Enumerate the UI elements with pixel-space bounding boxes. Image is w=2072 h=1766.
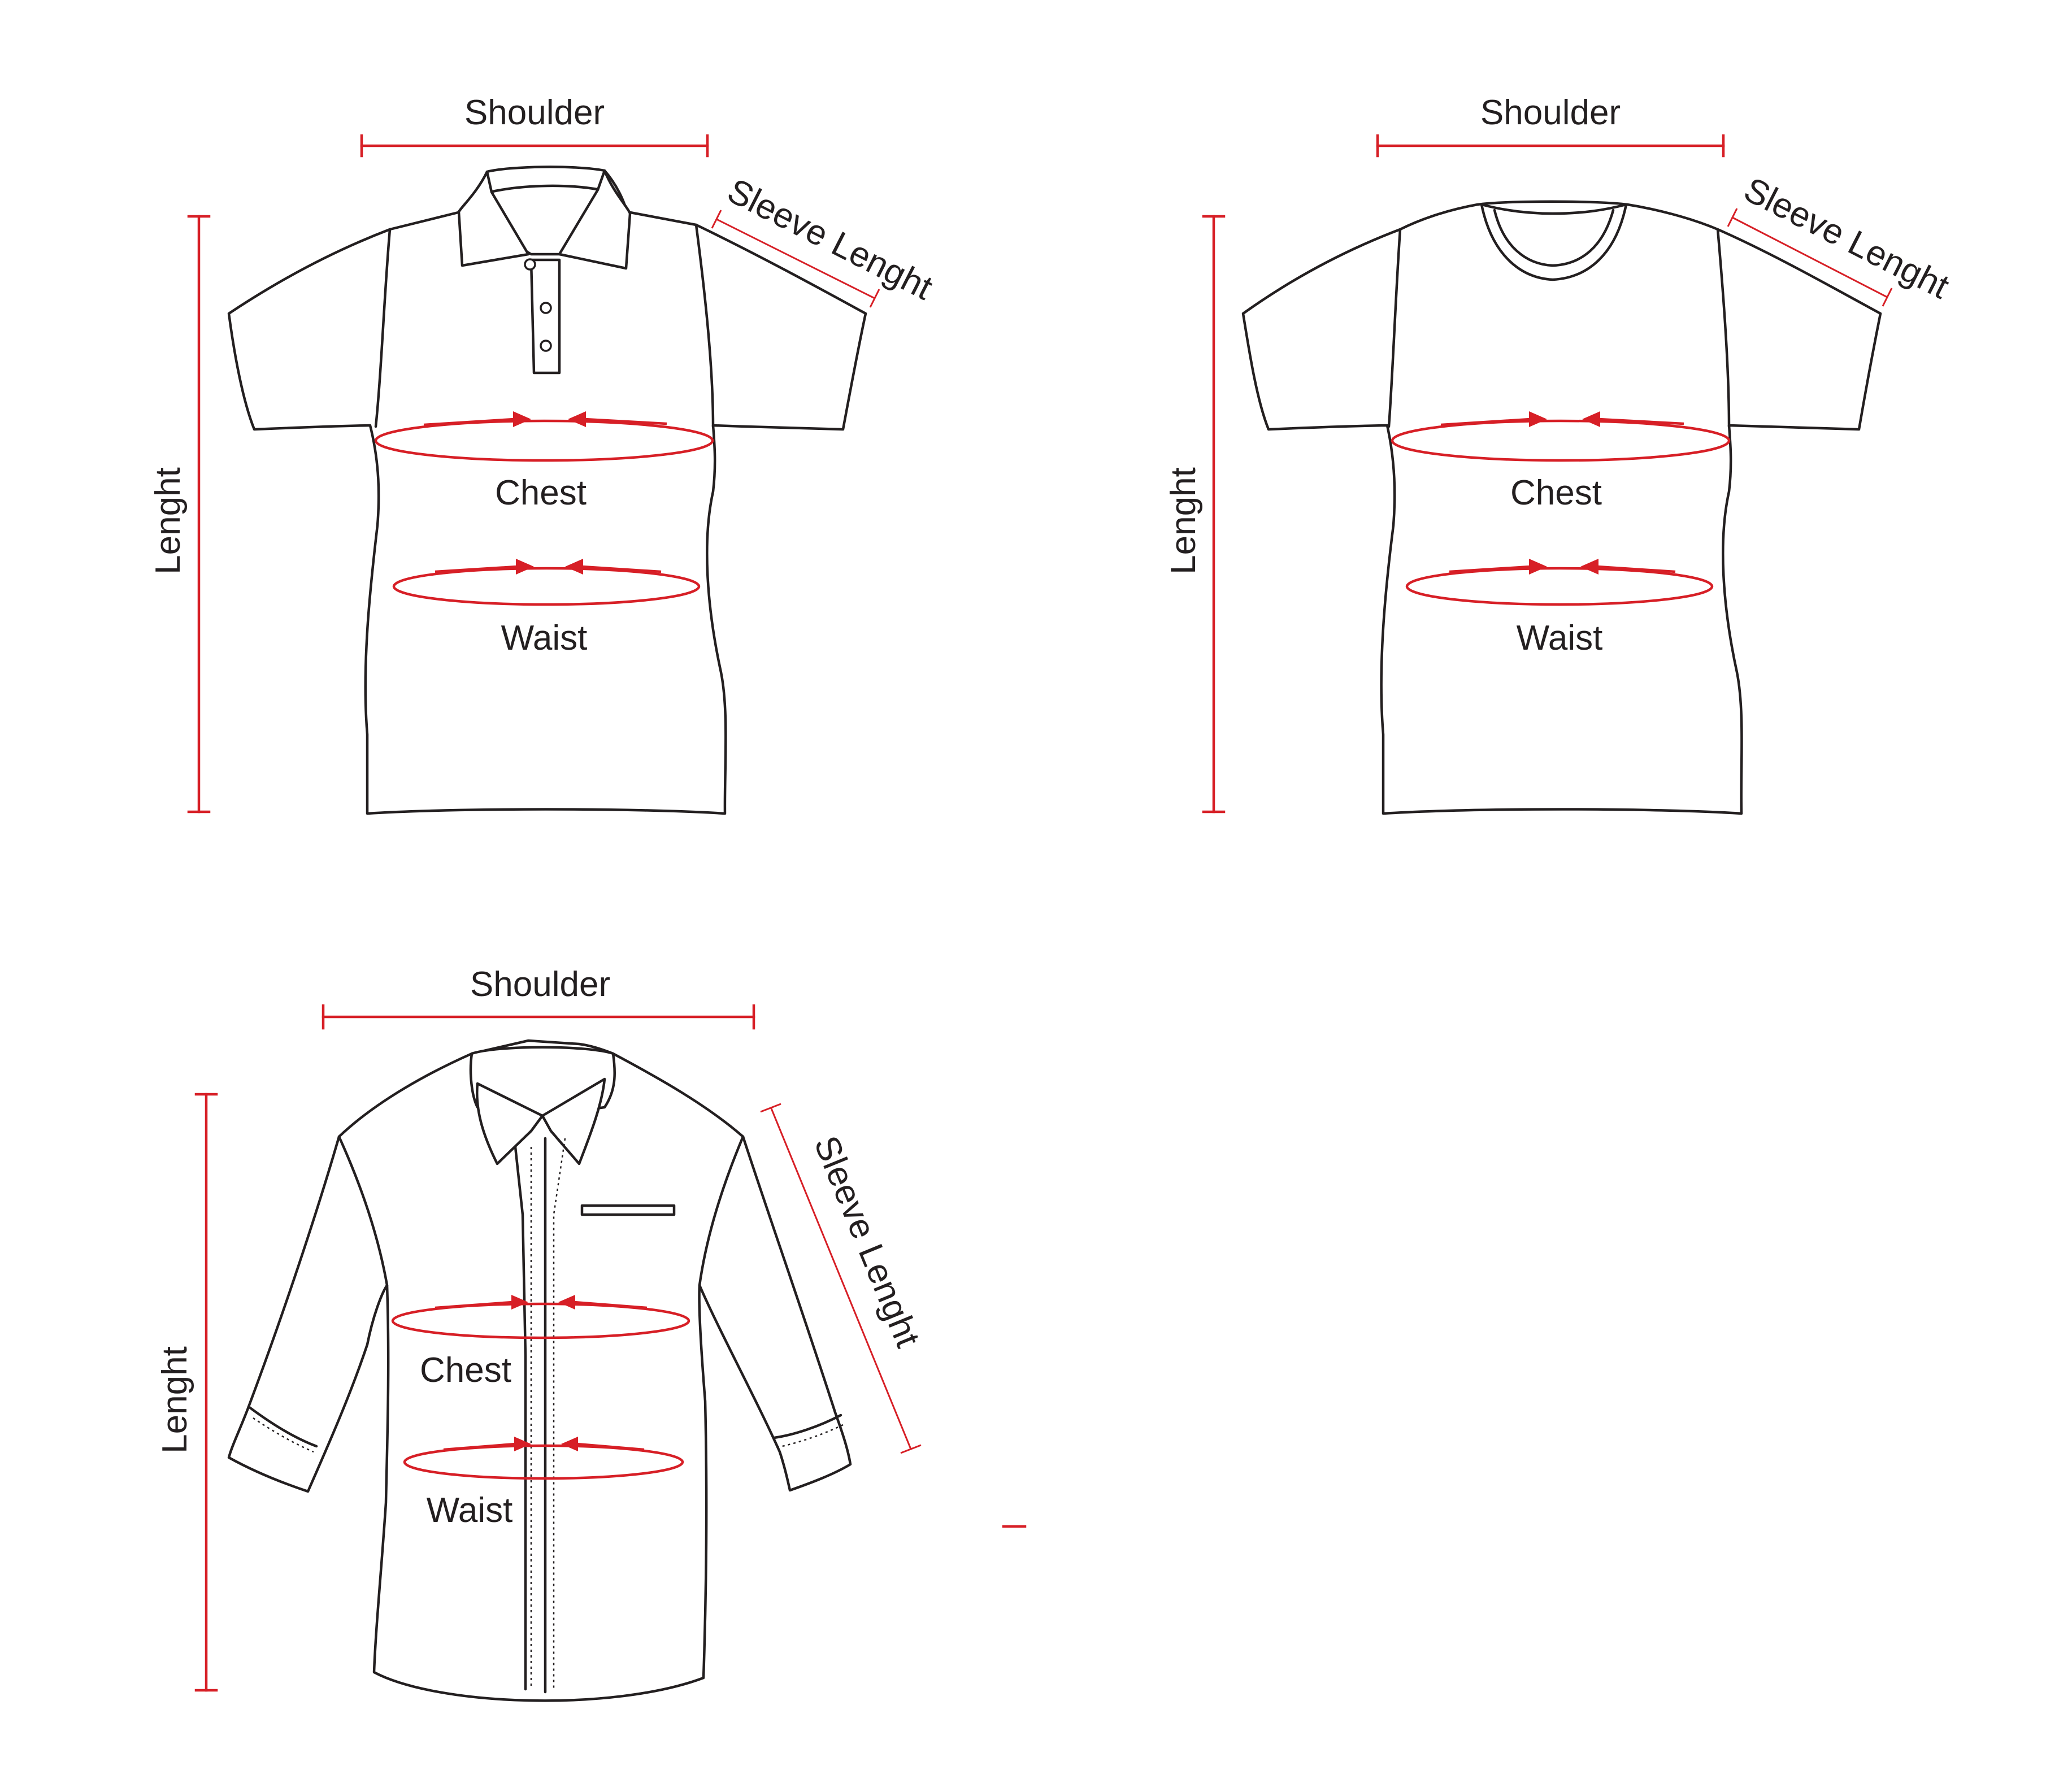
button-shirt-collar-right [541, 1077, 606, 1165]
button-shirt-chest-ring [391, 1302, 690, 1339]
t-shirt-chest-arrow-right [1529, 411, 1547, 427]
t-shirt-sleeve-cap-top [1727, 208, 1738, 227]
polo-right-armhole-seam [694, 223, 715, 428]
button-shirt-waist-arrow-left [561, 1437, 578, 1451]
button-shirt-shoulder-label: Shoulder [470, 965, 610, 1004]
button-shirt-waist-arrow-shaft-left [443, 1442, 516, 1451]
t-shirt-waist-arrow-right [1529, 559, 1547, 575]
t-shirt-chest-arrow-left [1582, 411, 1600, 427]
button-shirt-sleeve-cap-bottom [900, 1444, 922, 1454]
button-shirt-waist-label: Waist [427, 1491, 513, 1530]
t-shirt-outline [1241, 200, 1882, 815]
button-shirt-right-cuff-stitch [776, 1424, 844, 1449]
polo-measurements [187, 134, 880, 814]
t-shirt-figure [1241, 200, 1882, 815]
polo-collar-right-leaf [558, 169, 632, 270]
polo-placket [529, 258, 561, 375]
polo-chest-arrow-left [568, 411, 586, 427]
polo-shirt-outline [227, 210, 867, 815]
button-shirt-left-cuff-stitch [253, 1417, 314, 1453]
t-shirt-sleeve-line [1732, 216, 1888, 298]
button-shirt-chest-arrow-shaft-left [435, 1300, 513, 1310]
polo-collar-back [488, 184, 602, 194]
button-shirt-chest-pocket [580, 1204, 676, 1216]
polo-waist-arrow-left [565, 559, 583, 575]
polo-chest-arrow-shaft-left [423, 417, 515, 427]
button-shirt-chest-arrow-left [558, 1295, 575, 1310]
polo-button-2 [540, 302, 552, 314]
button-shirt-sleeve-label: Sleeve Lenght [806, 1130, 927, 1352]
polo-shoulder-label: Shoulder [464, 93, 605, 132]
polo-shirt-figure [227, 166, 867, 815]
polo-waist-label: Waist [501, 619, 588, 658]
button-shirt-length-label: Lenght [155, 1346, 194, 1454]
t-shirt-neck-rib-inner [1493, 208, 1615, 267]
polo-waist-arrow-right [516, 559, 534, 575]
button-shirt-waist-ring [403, 1444, 684, 1480]
t-shirt-measurements [1202, 134, 1893, 814]
polo-left-armhole-seam [374, 228, 392, 428]
button-shirt-waist-arrow-shaft-right [576, 1442, 645, 1451]
button-shirt-measurements [194, 1004, 1027, 1692]
polo-sleeve-cap-top [711, 210, 722, 229]
t-shirt-neck-rib-outer [1480, 203, 1628, 281]
polo-waist-ring [392, 567, 701, 606]
button-shirt-collar-left [476, 1082, 544, 1165]
t-shirt-chest-ring [1391, 419, 1731, 462]
t-shirt-waist-arrow-shaft-right [1597, 565, 1676, 573]
t-shirt-length-label: Lenght [1164, 467, 1203, 575]
button-shirt-sleeve-line [770, 1108, 912, 1450]
polo-chest-label: Chest [495, 473, 587, 512]
button-shirt-figure [227, 1039, 852, 1702]
polo-length-label: Lenght [149, 467, 188, 575]
polo-button-3 [540, 340, 552, 352]
button-shirt-placket-left [514, 1145, 527, 1691]
polo-waist-arrow-shaft-left [435, 565, 518, 573]
button-shirt-sleeve-cap-top [760, 1103, 781, 1113]
polo-collar-band [485, 166, 629, 215]
t-shirt-waist-arrow-shaft-left [1449, 565, 1531, 573]
polo-chest-arrow-shaft-right [584, 417, 667, 425]
t-shirt-sleeve-cap-bottom [1882, 288, 1893, 307]
button-shirt-chest-arrow-shaft-right [574, 1300, 648, 1310]
t-shirt-waist-label: Waist [1517, 619, 1603, 658]
polo-chest-arrow-right [513, 411, 531, 427]
button-shirt-right-cuff-seam [772, 1413, 842, 1439]
polo-waist-arrow-shaft-right [581, 565, 662, 573]
polo-sleeve-cap-bottom [869, 289, 880, 308]
button-shirt-chest-arrow-right [511, 1295, 528, 1310]
t-shirt-chest-arrow-shaft-left [1440, 417, 1531, 427]
polo-chest-ring [374, 419, 714, 462]
button-shirt-outline [227, 1039, 852, 1702]
t-shirt-waist-ring [1405, 567, 1714, 606]
polo-button-1 [524, 258, 536, 271]
t-shirt-chest-label: Chest [1510, 473, 1602, 512]
polo-collar-left-leaf [457, 170, 530, 267]
button-shirt-left-armhole-seam [337, 1135, 389, 1287]
button-shirt-left-cuff-seam [247, 1405, 318, 1448]
t-shirt-left-armhole-seam [1387, 228, 1402, 428]
t-shirt-chest-arrow-shaft-right [1598, 417, 1684, 425]
button-shirt-chest-label: Chest [420, 1351, 511, 1390]
t-shirt-shoulder-label: Shoulder [1480, 93, 1621, 132]
button-shirt-waist-arrow-right [514, 1437, 531, 1451]
button-shirt-right-armhole-seam [698, 1135, 745, 1287]
t-shirt-waist-arrow-left [1580, 559, 1598, 575]
polo-sleeve-line [716, 218, 875, 299]
t-shirt-right-armhole-seam [1716, 228, 1731, 428]
